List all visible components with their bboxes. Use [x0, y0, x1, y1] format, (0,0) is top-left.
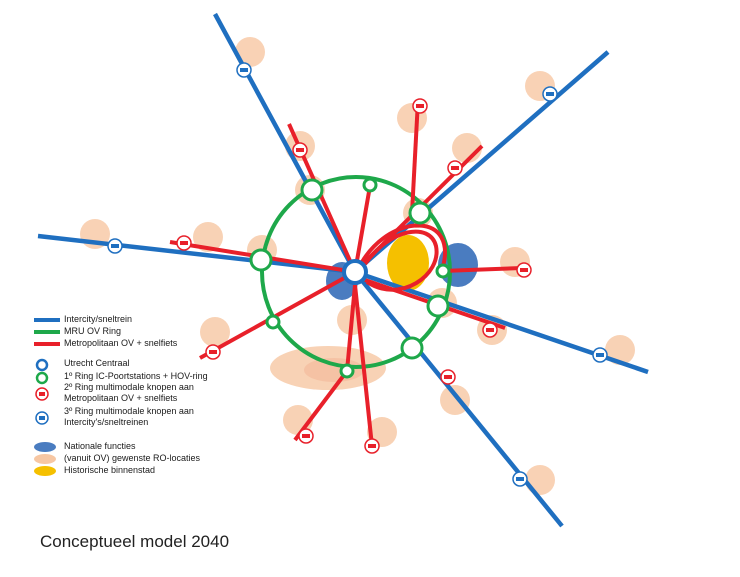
- legend-label: Intercity's/sneltreinen: [64, 417, 149, 427]
- p-r-bike-car-hub-icon: [482, 322, 498, 338]
- p-r-bike-car-hub-icon: [542, 86, 558, 102]
- ro-swatch: [34, 454, 56, 464]
- intercity-hub-swatch-icon: [35, 411, 49, 425]
- historic-swatch: [34, 466, 56, 476]
- legend-label: Metropolitaan OV + snelfiets: [64, 338, 178, 348]
- legend-label: MRU OV Ring: [64, 326, 122, 336]
- legend-label: Intercity/sneltrein: [64, 314, 133, 324]
- p-r-bike-car-hub-icon: [516, 262, 532, 278]
- diagram-caption: Conceptueel model 2040: [40, 532, 230, 551]
- p-r-bike-car-hub-icon: [364, 438, 380, 454]
- legend-label: Utrecht Centraal: [64, 358, 130, 368]
- p-r-bike-car-hub-icon: [292, 142, 308, 158]
- p-r-bike-car-hub-icon: [592, 347, 608, 363]
- first-ring-swatch: [35, 371, 49, 385]
- metro-hub-icons: [176, 98, 532, 454]
- legend-label: 2º Ring multimodale knopen aan: [64, 382, 194, 392]
- legend-label: Nationale functies: [64, 441, 136, 451]
- p-r-bike-car-hub-icon: [236, 62, 252, 78]
- metro-line-swatch: [34, 342, 60, 346]
- utrecht-centraal-swatch: [35, 358, 49, 372]
- legend-label: (vanuit OV) gewenste RO-locaties: [64, 453, 201, 463]
- metro-hub-swatch-icon: [35, 387, 49, 401]
- p-r-bike-car-hub-icon: [412, 98, 428, 114]
- p-r-bike-car-hub-icon: [107, 238, 123, 254]
- first-ring-stations: [249, 177, 451, 379]
- historic-city-centre: [387, 235, 429, 291]
- legend-label: 3º Ring multimodale knopen aan: [64, 406, 194, 416]
- legend-label: Metropolitaan OV + snelfiets: [64, 393, 178, 403]
- p-r-bike-car-hub-icon: [176, 235, 192, 251]
- legend-label: Historische binnenstad: [64, 465, 156, 475]
- mru-ring-swatch: [34, 330, 60, 334]
- p-r-bike-car-hub-icon: [447, 160, 463, 176]
- legend-label: 1º Ring IC-Poortstations + HOV-ring: [64, 371, 208, 381]
- p-r-bike-car-hub-icon: [440, 369, 456, 385]
- national-swatch: [34, 442, 56, 452]
- intercity-line-swatch: [34, 318, 60, 322]
- p-r-bike-car-hub-icon: [205, 344, 221, 360]
- p-r-bike-car-hub-icon: [298, 428, 314, 444]
- intercity-hub-icons: [107, 62, 608, 487]
- utrecht-centraal-station: [342, 259, 368, 285]
- p-r-bike-car-hub-icon: [512, 471, 528, 487]
